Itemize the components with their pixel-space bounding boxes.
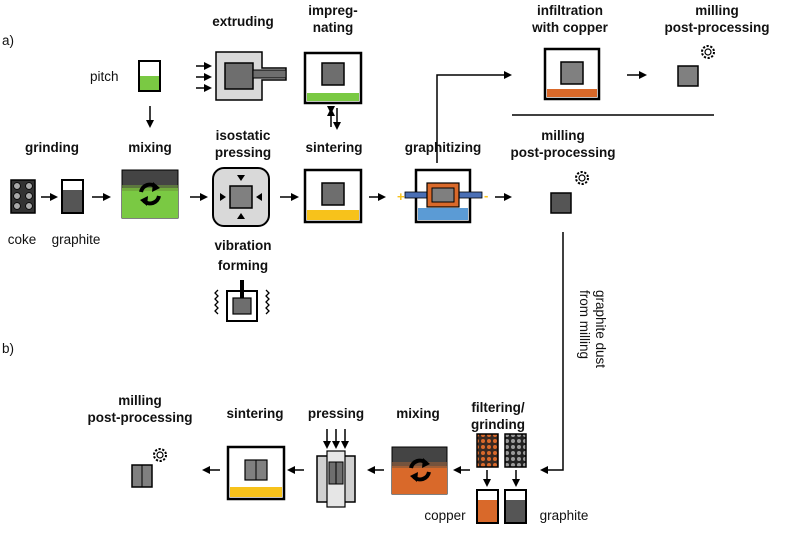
minus-sign: -: [484, 188, 488, 203]
copper-powder-container: [476, 489, 499, 524]
milled-part-mid: [550, 192, 572, 214]
gear-icon: [153, 448, 167, 462]
graphite-dust-label-2: from milling: [577, 290, 592, 359]
pressing-b-label: pressing: [308, 406, 364, 421]
infiltration-chamber: [543, 47, 601, 101]
cycle-arrows-icon: [409, 458, 431, 482]
sintering-chamber-b: [226, 445, 286, 501]
mixing-b-label: mixing: [396, 406, 440, 421]
sintering-b-label: sintering: [226, 406, 283, 421]
graphite-b-label: graphite: [540, 508, 589, 523]
infiltration-label-2: with copper: [531, 20, 608, 35]
filtering-label-1: filtering/: [471, 400, 524, 415]
sintering-a-label: sintering: [305, 140, 362, 155]
isostatic-press: [212, 167, 270, 227]
coke-container: [10, 179, 36, 214]
milling-b-label-1: milling: [118, 393, 162, 408]
vibration-label-2: forming: [218, 258, 268, 273]
part-b-label: b): [2, 341, 14, 356]
part-a-label: a): [2, 33, 14, 48]
milled-part-b: [131, 464, 153, 488]
vibration-label-1: vibration: [214, 238, 271, 253]
milled-part-top: [677, 65, 699, 87]
impregnating-chamber: [303, 51, 363, 105]
pitch-container: [138, 60, 161, 92]
graphite-container-a: [61, 179, 84, 214]
mixing-vessel-a: [121, 169, 179, 219]
sintering-chamber-a: [303, 168, 363, 224]
extruder: [196, 51, 287, 101]
milling-mid-label-1: milling: [541, 128, 585, 143]
mixing-a-label: mixing: [128, 140, 172, 155]
impregnating-label-1: impreg-: [308, 3, 358, 18]
isostatic-label-2: pressing: [215, 145, 271, 160]
gear-icon: [701, 45, 715, 59]
graphite-dust-label-1: graphite dust: [593, 290, 608, 368]
vibration-wave-icon: [265, 289, 270, 315]
vibration-wave-icon: [214, 289, 219, 315]
isostatic-label-1: isostatic: [216, 128, 271, 143]
filtering-label-2: grinding: [471, 417, 525, 432]
graphitizing-furnace: [404, 168, 483, 224]
infiltration-label-1: infiltration: [537, 3, 603, 18]
coke-label: coke: [8, 232, 37, 247]
copper-label: copper: [424, 508, 466, 523]
pitch-label: pitch: [90, 69, 119, 84]
graphite-a-label: graphite: [52, 232, 101, 247]
vibration-mold: [214, 280, 270, 322]
graphite-powder-container: [504, 489, 527, 524]
extruding-label: extruding: [212, 14, 274, 29]
graphitizing-label: graphitizing: [405, 140, 482, 155]
mixing-vessel-b: [391, 446, 448, 495]
die-press: [316, 429, 356, 508]
press-arrow-icon: [323, 429, 349, 449]
impregnating-label-2: nating: [313, 20, 354, 35]
milling-mid-label-2: post-processing: [510, 145, 615, 160]
gear-icon: [575, 171, 589, 185]
grinding-label: grinding: [25, 140, 79, 155]
cycle-arrows-icon: [139, 182, 161, 206]
copper-scrap-container: [476, 433, 499, 468]
milling-b-label-2: post-processing: [87, 410, 192, 425]
plus-sign: +: [397, 189, 405, 204]
milling-top-label-1: milling: [695, 3, 739, 18]
milling-top-label-2: post-processing: [664, 20, 769, 35]
graphite-scrap-container: [504, 433, 527, 468]
